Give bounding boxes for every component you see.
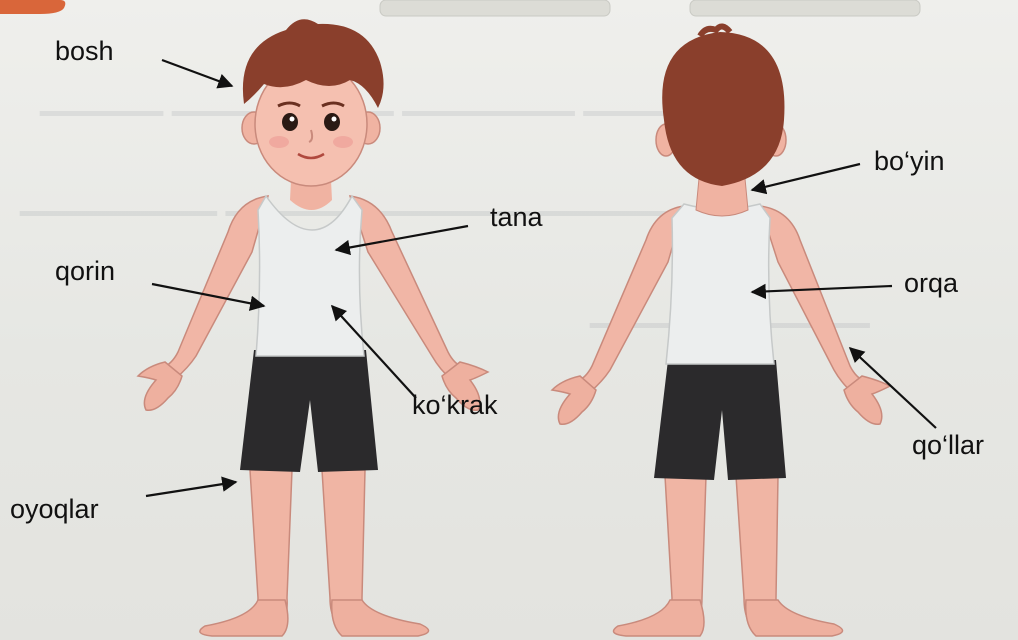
arrow-boyin	[752, 164, 860, 190]
front-right-foot	[332, 600, 429, 636]
label-body: tana	[490, 204, 543, 231]
back-hair	[662, 32, 784, 186]
back-right-leg	[736, 476, 780, 620]
front-undershirt	[256, 196, 364, 356]
back-left-leg	[665, 476, 706, 620]
boy-front-figure	[138, 19, 488, 636]
arrow-bosh	[162, 60, 232, 86]
page-top-tabs	[0, 0, 920, 16]
label-chest: ko‘krak	[412, 392, 498, 419]
front-right-leg	[322, 470, 366, 620]
arrow-orqa	[752, 286, 892, 292]
label-belly: qorin	[55, 258, 115, 285]
front-shorts	[240, 350, 378, 472]
label-legs: oyoqlar	[10, 496, 99, 523]
front-left-arm	[162, 196, 268, 378]
front-right-arm	[350, 196, 464, 380]
label-arms: qo‘llar	[912, 432, 984, 459]
boy-back-figure	[552, 26, 890, 636]
back-shorts	[654, 360, 786, 480]
label-neck: bo‘yin	[874, 148, 945, 175]
front-left-foot	[200, 600, 288, 636]
arrow-oyoqlar	[146, 482, 236, 496]
label-back: orqa	[904, 270, 958, 297]
back-undershirt	[666, 204, 774, 364]
label-head: bosh	[55, 38, 114, 65]
front-left-leg	[250, 470, 292, 620]
